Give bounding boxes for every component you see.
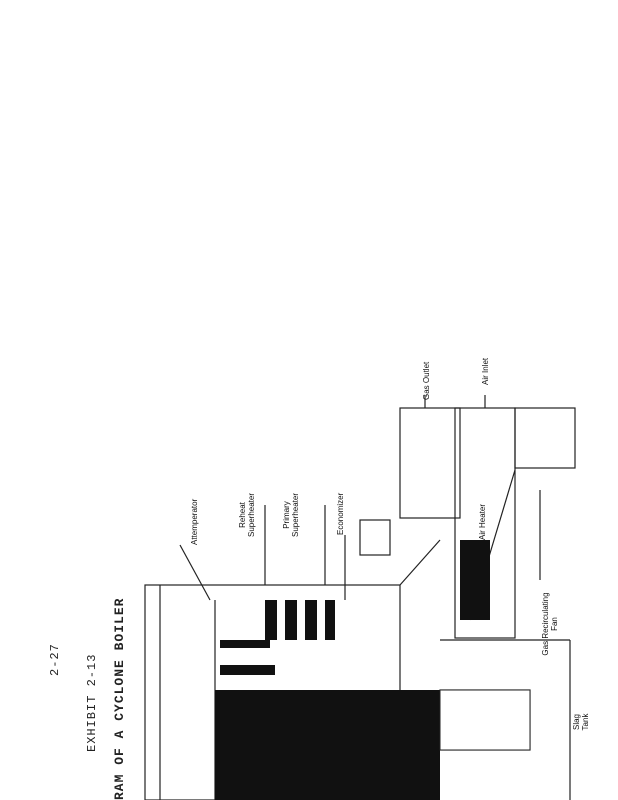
label-gas-outlet: Gas Outlet (422, 361, 431, 400)
gas-outlet-duct (399, 407, 461, 519)
furnace-section (215, 690, 440, 800)
label-economizer: Economizer (336, 492, 345, 535)
label-attemperator: Attemperator (190, 498, 199, 545)
label-primary-superheater: Primary Superheater (282, 492, 300, 538)
label-air-heater: Air Heater (478, 503, 487, 540)
label-reheat-superheater: Reheat Superheater (238, 492, 256, 538)
label-air-inlet: Air Inlet (481, 357, 490, 385)
label-slag-tank: Slag Tank (572, 713, 590, 731)
label-gas-recirculating-fan: Gas Recirculating Fan (541, 592, 559, 656)
air-heater-core (460, 540, 490, 620)
